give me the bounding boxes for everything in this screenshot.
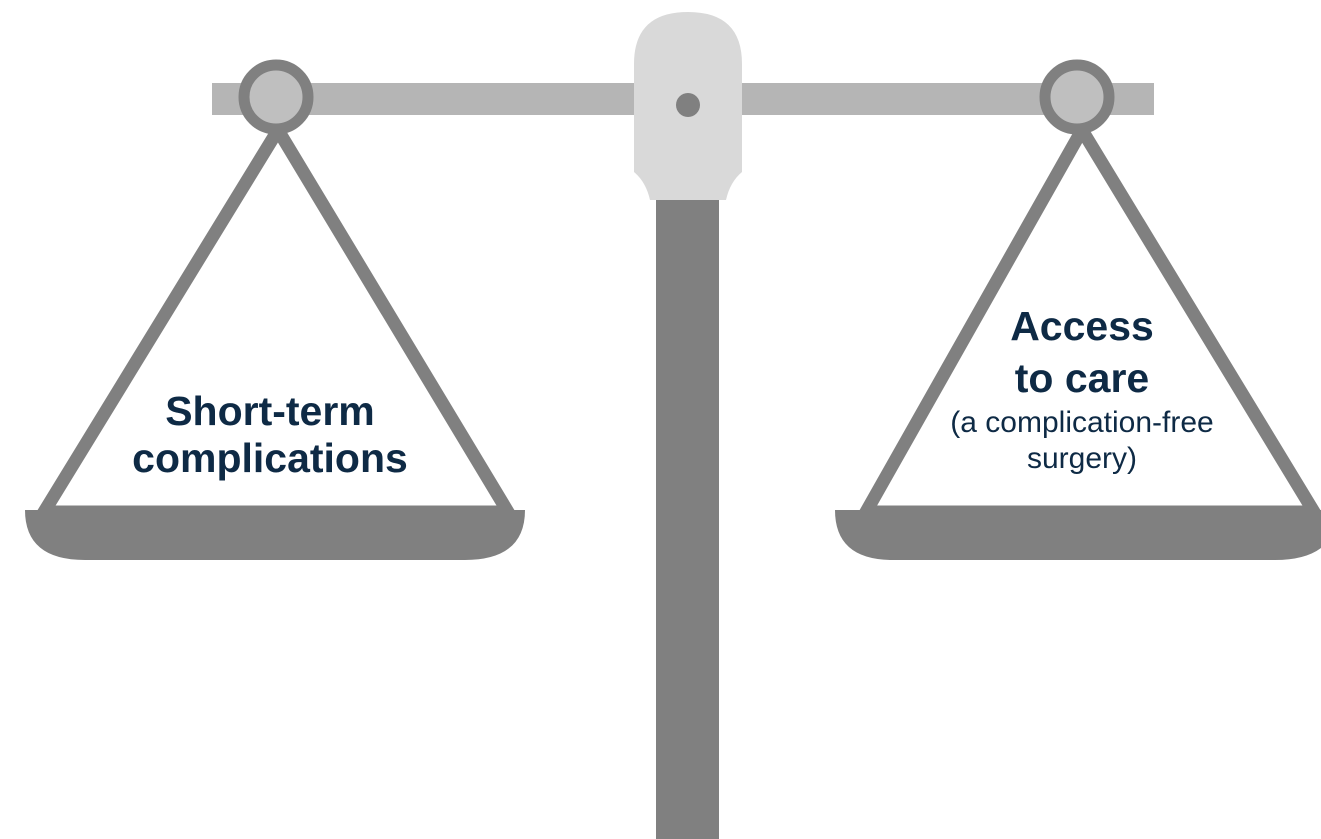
- right-pan-label: Access to care (a complication-free surg…: [906, 300, 1258, 477]
- pivot-pin: [676, 93, 700, 117]
- left-pan-label: Short-term complications: [90, 388, 450, 482]
- right-pan: [835, 510, 1321, 560]
- left-label-line-1: Short-term: [165, 388, 375, 434]
- left-label-line-2: complications: [132, 435, 408, 482]
- left-pan: [25, 510, 525, 560]
- right-label-sub-1: (a complication-free: [950, 405, 1214, 439]
- scale-post: [656, 195, 719, 839]
- right-label-sub-2: surgery): [1026, 441, 1138, 475]
- right-label-line-1: Access: [1010, 303, 1154, 349]
- right-label-line-2: to care: [1014, 355, 1150, 402]
